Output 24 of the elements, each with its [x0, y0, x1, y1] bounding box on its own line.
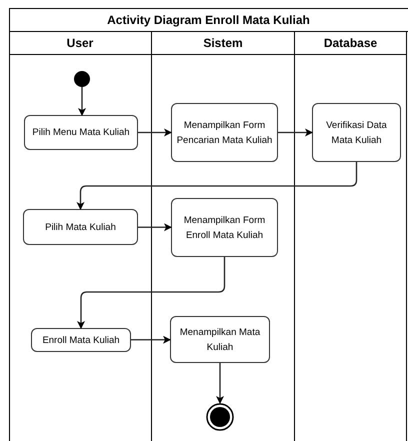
arrow: [216, 363, 224, 404]
final-node: [206, 403, 234, 431]
swimlane: [152, 32, 295, 441]
action-box: Verifikasi Data Mata Kuliah: [312, 103, 401, 162]
arrow: [138, 128, 172, 136]
action-box: Menampilkan Form Pencarian Mata Kuliah: [171, 103, 278, 162]
arrow: [278, 128, 313, 136]
lane-header: Database: [295, 32, 406, 55]
lane-header: User: [9, 32, 151, 55]
action-box: Menampilkan Mata Kuliah: [170, 316, 270, 363]
arrow: [76, 162, 358, 210]
diagram-title: Activity Diagram Enroll Mata Kuliah: [9, 8, 408, 32]
arrow: [77, 257, 226, 329]
arrow: [138, 223, 172, 232]
initial-node: [74, 71, 90, 87]
swimlane: [295, 32, 407, 441]
arrow: [78, 87, 86, 116]
action-box: Pilih Menu Mata Kuliah: [24, 115, 138, 150]
action-box: Enroll Mata Kuliah: [31, 328, 131, 352]
arrow: [131, 336, 171, 344]
action-box: Menampilkan Form Enroll Mata Kuliah: [171, 198, 278, 257]
lane-header: Sistem: [152, 32, 294, 55]
action-box: Pilih Mata Kuliah: [23, 209, 138, 245]
swimlane: [9, 32, 152, 441]
